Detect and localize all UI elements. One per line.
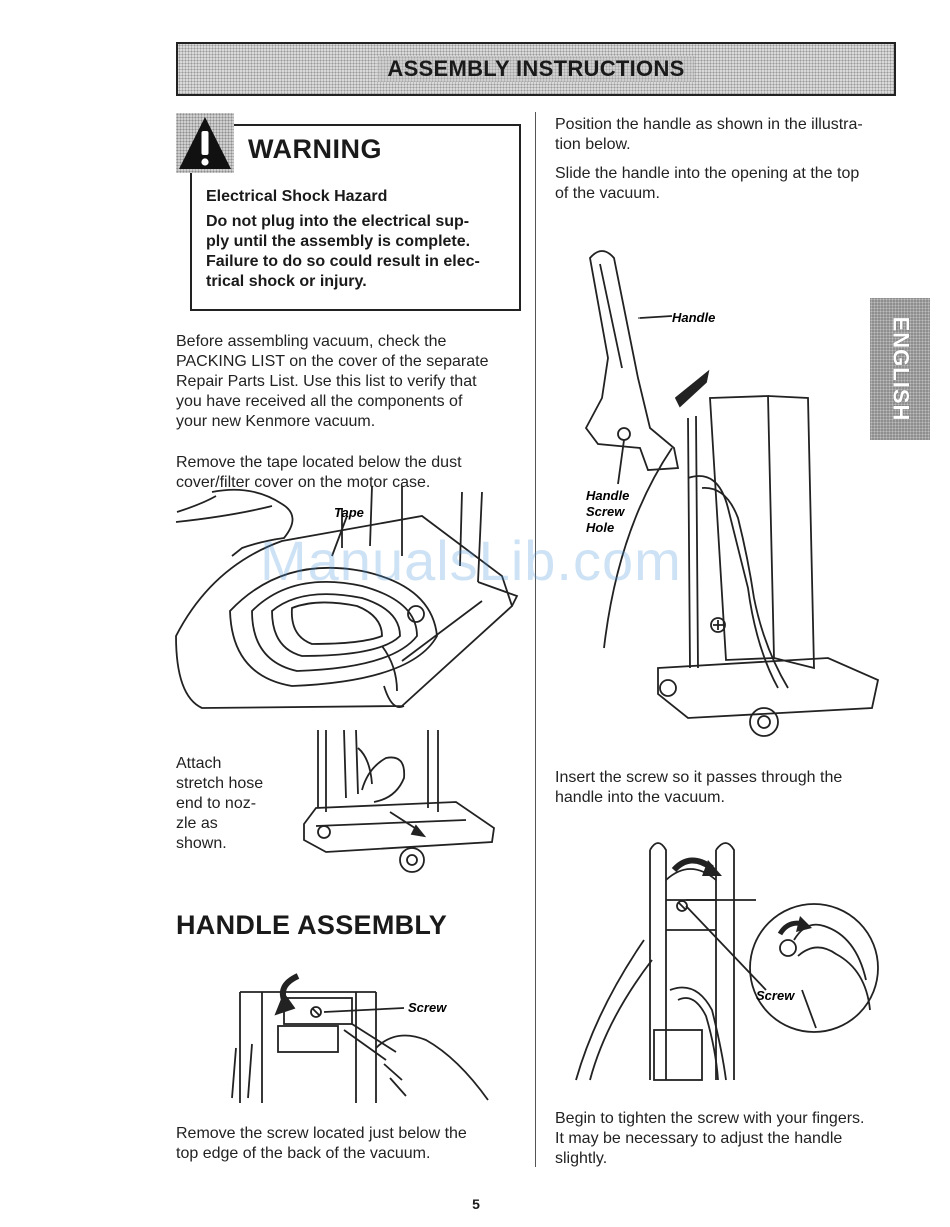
text-line: tion below. — [555, 136, 631, 153]
text-line: Before assembling vacuum, check the — [176, 333, 447, 350]
column-divider — [535, 112, 536, 1167]
text-line: Attach — [176, 755, 222, 772]
hose-attach-illustration — [303, 729, 495, 873]
warning-subtitle: Electrical Shock Hazard — [206, 188, 388, 205]
tape-removal-illustration: Tape — [175, 485, 519, 709]
text-line: handle into the vacuum. — [555, 789, 725, 806]
text-line: It may be necessary to adjust the handle — [555, 1130, 843, 1147]
warning-line: ply until the assembly is complete. — [206, 233, 471, 250]
intro-paragraph: Before assembling vacuum, check the PACK… — [176, 332, 521, 432]
text-line: Remove the screw located just below the — [176, 1125, 467, 1142]
language-side-tab: ENGLISH — [870, 298, 930, 440]
text-line: slightly. — [555, 1150, 608, 1167]
text-line: of the vacuum. — [555, 185, 660, 202]
text-line: Begin to tighten the screw with your fin… — [555, 1110, 865, 1127]
text-line: zle as — [176, 815, 218, 832]
tape-label: Tape — [334, 505, 364, 520]
text-line: Insert the screw so it passes through th… — [555, 769, 843, 786]
warning-line: trical shock or injury. — [206, 273, 367, 290]
screw-label: Screw — [408, 1000, 447, 1015]
watermark: ManualsLib.com — [260, 529, 682, 592]
text-line: end to noz- — [176, 795, 257, 812]
text-line: Remove the tape located below the dust — [176, 454, 462, 471]
text-line: stretch hose — [176, 775, 264, 792]
warning-title: WARNING — [248, 134, 382, 164]
page-title: ASSEMBLY INSTRUCTIONS — [377, 56, 695, 82]
language-label: ENGLISH — [888, 316, 914, 422]
tape-paragraph: Remove the tape located below the dust c… — [176, 453, 521, 493]
text-line: PACKING LIST on the cover of the separat… — [176, 353, 489, 370]
handle-label: Handle — [672, 310, 715, 325]
tighten-screw-paragraph: Begin to tighten the screw with your fin… — [555, 1109, 895, 1169]
slide-handle-paragraph: Slide the handle into the opening at the… — [555, 164, 885, 204]
warning-line: Do not plug into the electrical sup- — [206, 213, 470, 230]
text-line: Position the handle as shown in the illu… — [555, 116, 863, 133]
handle-screw-hole-label-2: Screw — [586, 504, 625, 519]
tighten-screw-illustration: Screw — [575, 842, 879, 1081]
warning-box: WARNING Electrical Shock Hazard Do not p… — [190, 124, 521, 311]
vacuum-handle-illustration: Handle Handle Screw Hole — [584, 250, 880, 737]
text-line: top edge of the back of the vacuum. — [176, 1145, 431, 1162]
attach-paragraph: Attach stretch hose end to noz- zle as s… — [176, 754, 286, 854]
position-handle-paragraph: Position the handle as shown in the illu… — [555, 115, 885, 155]
text-line: shown. — [176, 835, 227, 852]
remove-screw-paragraph: Remove the screw located just below the … — [176, 1124, 521, 1164]
screw-label-right: Screw — [756, 988, 795, 1003]
text-line: you have received all the components of — [176, 393, 463, 410]
page-number: 5 — [472, 1196, 480, 1212]
handle-screw-hole-label-1: Handle — [586, 488, 629, 503]
handle-assembly-title: HANDLE ASSEMBLY — [176, 910, 448, 940]
text-line: Repair Parts List. Use this list to veri… — [176, 373, 477, 390]
screw-removal-illustration: Screw — [231, 973, 489, 1103]
text-line: cover/filter cover on the motor case. — [176, 474, 431, 491]
warning-text: Do not plug into the electrical sup- ply… — [206, 212, 511, 292]
header-banner: ASSEMBLY INSTRUCTIONS — [176, 42, 896, 96]
handle-screw-hole-label-3: Hole — [586, 520, 614, 535]
warning-triangle-icon — [176, 113, 234, 173]
insert-screw-paragraph: Insert the screw so it passes through th… — [555, 768, 885, 808]
warning-line: Failure to do so could result in elec- — [206, 253, 480, 270]
text-line: your new Kenmore vacuum. — [176, 413, 376, 430]
text-line: Slide the handle into the opening at the… — [555, 165, 860, 182]
